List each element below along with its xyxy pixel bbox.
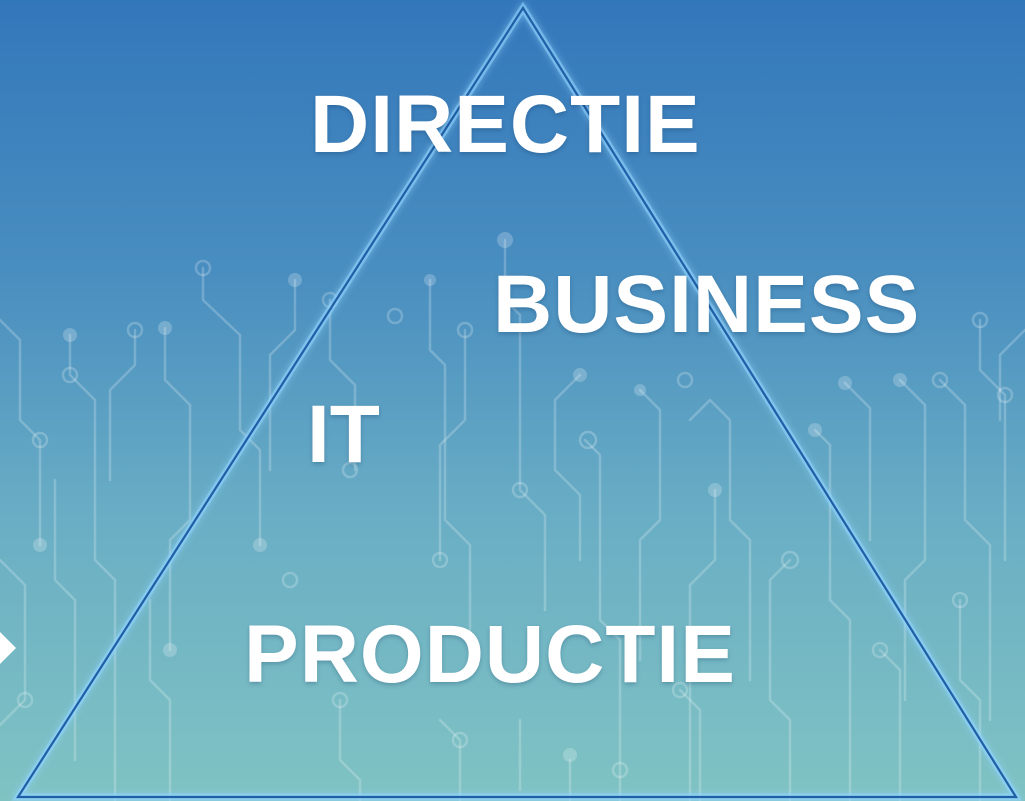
label-business: BUSINESS [493,259,921,350]
chevron-right-icon [0,632,16,664]
label-directie: DIRECTIE [310,79,701,170]
label-it: IT [307,389,380,480]
label-productie: PRODUCTIE [244,609,736,700]
